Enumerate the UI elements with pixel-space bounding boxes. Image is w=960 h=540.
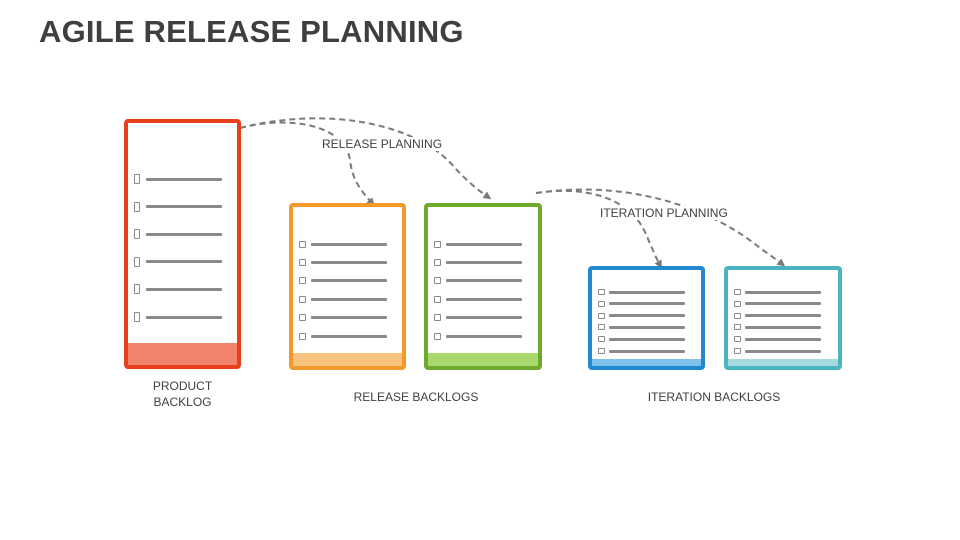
checklist-line (745, 302, 821, 306)
checklist-line (745, 290, 821, 294)
page-title: AGILE RELEASE PLANNING (39, 14, 464, 49)
checkbox-icon (598, 289, 605, 295)
checkbox-icon (134, 201, 140, 212)
checkbox-icon (134, 284, 140, 295)
checklist-line (311, 334, 387, 338)
iteration-backlog-card-blue (588, 266, 705, 370)
release-backlog-card-green (424, 203, 542, 370)
checklist-line (146, 315, 222, 319)
checkbox-icon (434, 295, 441, 303)
checkbox-icon (134, 229, 140, 240)
checkbox-icon (434, 332, 441, 340)
checklist-line (745, 337, 821, 341)
arrow-release-planning-1 (239, 121, 375, 206)
checkbox-icon (434, 258, 441, 266)
checkbox-icon (299, 295, 306, 303)
checkbox-icon (299, 314, 306, 322)
checkbox-icon (299, 277, 306, 285)
checkbox-icon (734, 300, 741, 307)
checklist-line (609, 325, 685, 329)
checklist-line (146, 205, 222, 209)
checklist-line (609, 290, 685, 294)
checklist-line (311, 316, 387, 320)
iteration-backlog-teal-footer-bar (728, 359, 838, 366)
product-backlog-label: PRODUCT BACKLOG (124, 378, 241, 410)
checklist-line (446, 316, 522, 320)
checkbox-icon (434, 240, 441, 248)
product-backlog-label-line1: PRODUCT (152, 379, 213, 393)
checkbox-icon (598, 348, 605, 354)
arrow-release-planning-2 (239, 117, 492, 200)
checklist-line (311, 297, 387, 301)
checklist-line (609, 314, 685, 318)
checklist-line (446, 260, 522, 264)
product-backlog-footer-bar (128, 343, 237, 365)
checklist-line (446, 297, 522, 301)
checkbox-icon (134, 312, 140, 322)
checklist-line (446, 334, 522, 338)
checkbox-icon (134, 174, 140, 184)
checkbox-icon (434, 314, 441, 322)
release-backlog-orange-footer-bar (293, 353, 402, 366)
checklist-line (745, 314, 821, 318)
checklist-line (146, 260, 222, 264)
checkbox-icon (134, 256, 140, 267)
checkbox-icon (598, 312, 605, 319)
checkbox-icon (734, 348, 741, 354)
release-backlog-green-footer-bar (428, 353, 538, 366)
checklist-line (745, 349, 821, 353)
arrow-iteration-planning-2 (535, 188, 786, 267)
product-backlog-card (124, 119, 241, 369)
checklist-line (311, 242, 387, 246)
iteration-backlogs-label: ITERATION BACKLOGS (647, 390, 781, 404)
checklist-line (609, 349, 685, 353)
checkbox-icon (734, 324, 741, 331)
checkbox-icon (299, 258, 306, 266)
iteration-backlog-blue-footer-bar (592, 359, 701, 366)
checkbox-icon (299, 240, 306, 248)
product-backlog-label-line2: BACKLOG (153, 395, 212, 409)
checkbox-icon (598, 324, 605, 331)
release-backlogs-label: RELEASE BACKLOGS (353, 390, 479, 404)
checkbox-icon (734, 336, 741, 343)
checklist-line (745, 325, 821, 329)
checkbox-icon (299, 332, 306, 340)
checkbox-icon (734, 312, 741, 319)
checklist-line (146, 177, 222, 181)
release-planning-label: RELEASE PLANNING (320, 137, 445, 151)
checklist-line (446, 279, 522, 283)
checklist-line (146, 287, 222, 291)
iteration-planning-label: ITERATION PLANNING (598, 206, 730, 220)
checklist-line (311, 279, 387, 283)
release-backlog-card-orange (289, 203, 406, 370)
checklist-line (311, 260, 387, 264)
checkbox-icon (734, 289, 741, 295)
checkbox-icon (598, 300, 605, 307)
checkbox-icon (598, 336, 605, 343)
checkbox-icon (434, 277, 441, 285)
arrow-iteration-planning-1 (535, 189, 662, 269)
checklist-line (146, 232, 222, 236)
checklist-line (609, 302, 685, 306)
checklist-line (446, 242, 522, 246)
iteration-backlog-card-teal (724, 266, 842, 370)
checklist-line (609, 337, 685, 341)
